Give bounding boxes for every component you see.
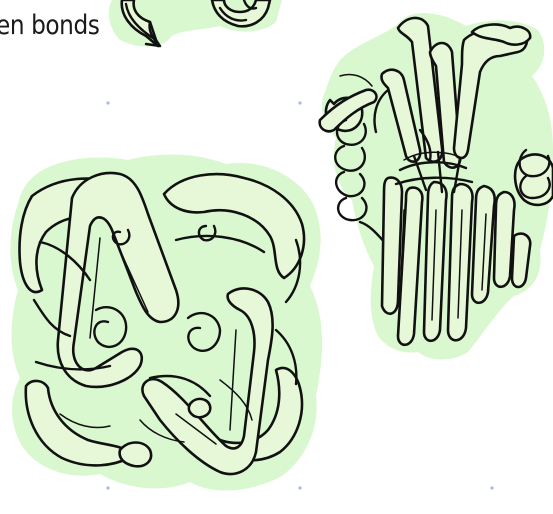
grid-dot (298, 101, 301, 104)
grid-dot (106, 101, 109, 104)
curved-arrow-sketch[interactable] (109, 0, 282, 47)
grid-dot (490, 486, 493, 489)
globular-protein-sketch[interactable] (10, 155, 322, 491)
beta-sheet-protein-sketch[interactable] (320, 13, 553, 360)
grid-dot (298, 486, 301, 489)
grid-dot (106, 486, 109, 489)
